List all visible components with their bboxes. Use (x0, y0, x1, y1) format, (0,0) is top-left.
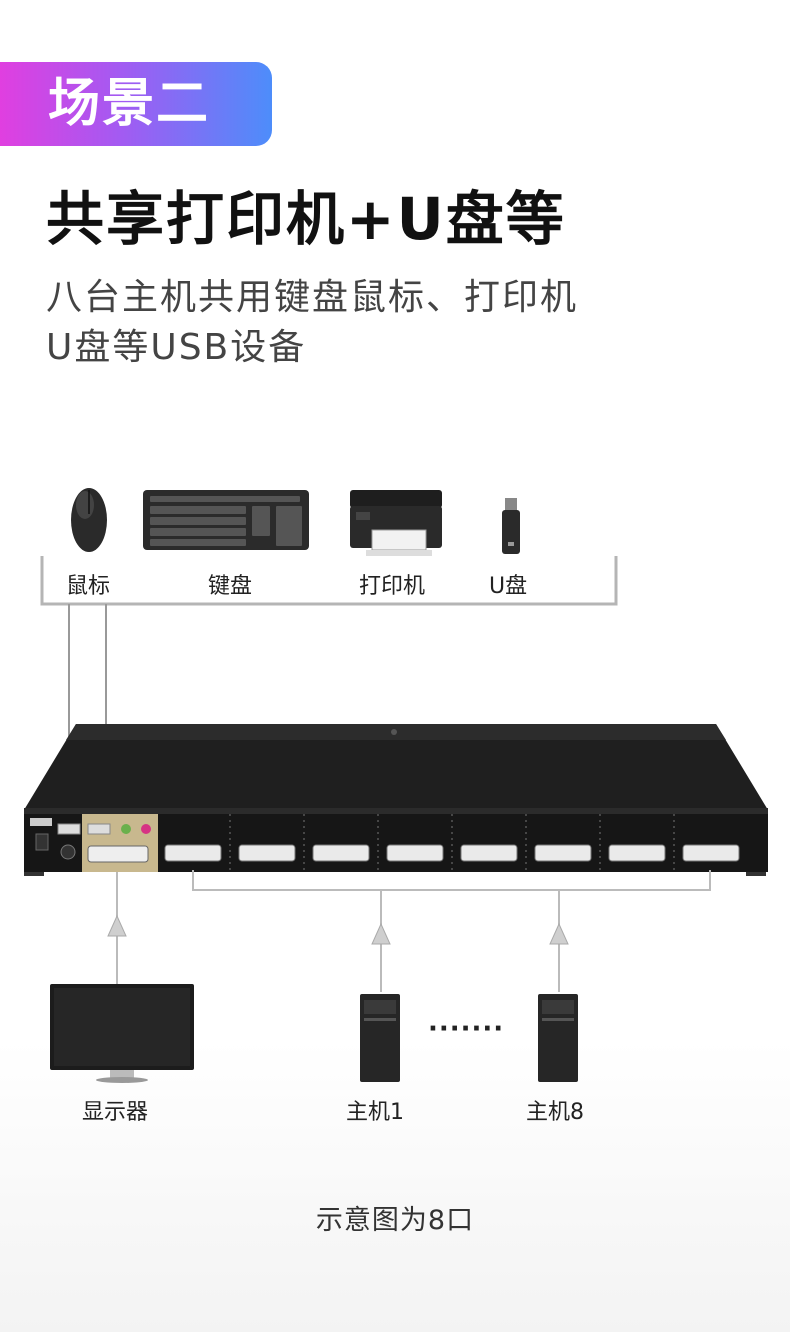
dvi-port-4 (386, 844, 444, 862)
label-usb-drive: U盘 (489, 574, 528, 599)
printer-icon (350, 490, 442, 556)
subtitle-line-1: 八台主机共用键盘鼠标、打印机 (46, 277, 579, 318)
label-host-1: 主机1 (346, 1100, 404, 1125)
label-keyboard: 键盘 (208, 574, 253, 599)
diagram-note: 示意图为8口 (315, 1205, 475, 1236)
usb-drive-icon (502, 498, 520, 554)
keyboard-icon (143, 490, 309, 550)
subtitle-line-2: U盘等USB设备 (46, 327, 307, 368)
monitor-icon (50, 984, 194, 1083)
dvi-port-5 (460, 844, 518, 862)
kvm-switch (24, 724, 768, 876)
label-printer: 打印机 (359, 574, 426, 599)
host-8-tower-icon (538, 994, 578, 1082)
dvi-port-8 (682, 844, 740, 862)
host-bracket (116, 870, 711, 992)
label-mouse: 鼠标 (66, 574, 111, 599)
page-title: 共享打印机+U盘等 (46, 185, 566, 253)
peripheral-bracket (40, 556, 618, 606)
dvi-port-1 (164, 844, 222, 862)
dvi-port-6 (534, 844, 592, 862)
scene-badge: 场景二 (0, 62, 272, 146)
dvi-port-7 (608, 844, 666, 862)
host-1-tower-icon (360, 994, 400, 1082)
hosts-ellipsis: ······· (428, 1014, 505, 1044)
label-monitor: 显示器 (82, 1100, 149, 1125)
dvi-port-2 (238, 844, 296, 862)
label-host-8: 主机8 (526, 1100, 584, 1125)
arrow-heads (107, 914, 569, 945)
mouse-icon (71, 488, 107, 552)
dvi-port-3 (312, 844, 370, 862)
